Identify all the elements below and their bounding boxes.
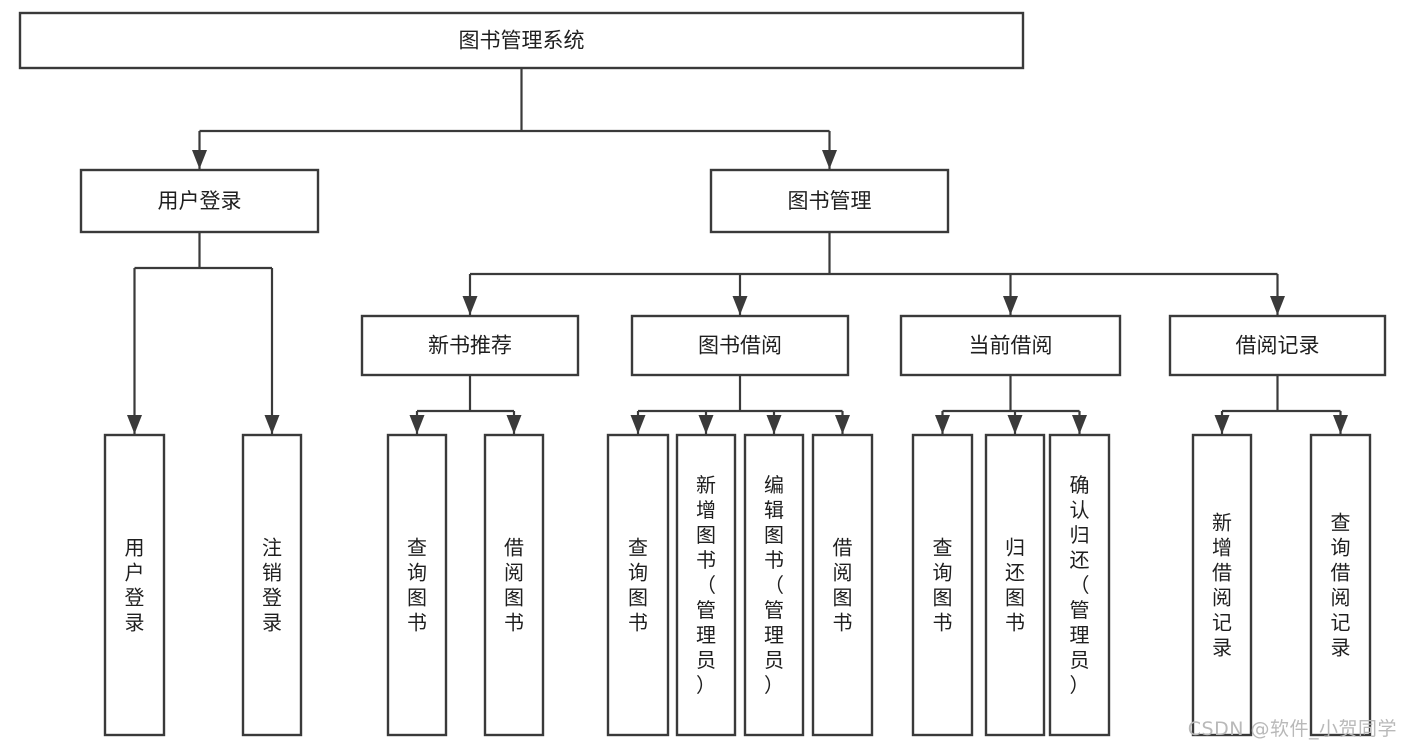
node-current-borrow[interactable]: 当前借阅 <box>899 314 1122 377</box>
arrow-head-icon <box>409 415 425 434</box>
node-leaf-logout-login-label: 注销登录 <box>262 536 282 635</box>
node-new-book-recommend[interactable]: 新书推荐 <box>360 314 580 377</box>
node-leaf-add-book[interactable]: 新增图书（管理员） <box>675 433 737 737</box>
node-leaf-borrow-book-1[interactable]: 借阅图书 <box>483 433 545 737</box>
node-leaf-query-book-1[interactable]: 查询图书 <box>386 433 448 737</box>
node-current-borrow-label: 当前借阅 <box>969 334 1053 358</box>
arrow-head-icon <box>1333 415 1348 434</box>
arrow-head-icon <box>462 296 478 315</box>
arrow-head-icon <box>822 150 837 169</box>
node-book-manage[interactable]: 图书管理 <box>709 168 950 234</box>
node-boxes-layer: 图书管理系统用户登录图书管理新书推荐图书借阅当前借阅借阅记录用户登录注销登录查询… <box>18 11 1387 737</box>
node-leaf-return-book[interactable]: 归还图书 <box>984 433 1046 737</box>
arrow-head-icon <box>698 415 714 434</box>
node-book-borrow-label: 图书借阅 <box>698 334 782 358</box>
node-leaf-add-record-label: 新增借阅记录 <box>1212 511 1232 660</box>
node-leaf-query-record[interactable]: 查询借阅记录 <box>1309 433 1372 737</box>
arrow-head-icon <box>192 150 207 169</box>
node-leaf-edit-book[interactable]: 编辑图书（管理员） <box>743 433 805 737</box>
node-leaf-add-book-label: 新增图书（管理员） <box>696 473 716 697</box>
node-root[interactable]: 图书管理系统 <box>18 11 1025 70</box>
node-leaf-user-login[interactable]: 用户登录 <box>103 433 166 737</box>
arrow-head-icon <box>732 296 748 315</box>
node-leaf-query-book-1-label: 查询图书 <box>407 536 427 635</box>
arrow-head-icon <box>264 415 280 434</box>
node-leaf-query-book-3[interactable]: 查询图书 <box>911 433 974 737</box>
node-leaf-confirm-return[interactable]: 确认归还（管理员） <box>1048 433 1111 737</box>
arrow-head-icon <box>766 415 782 434</box>
node-new-book-recommend-label: 新书推荐 <box>428 334 512 358</box>
arrow-head-icon <box>1072 415 1087 434</box>
node-leaf-query-book-2[interactable]: 查询图书 <box>606 433 670 737</box>
node-leaf-query-book-2-label: 查询图书 <box>628 536 648 635</box>
arrow-head-icon <box>630 415 646 434</box>
arrow-head-icon <box>935 415 950 434</box>
node-leaf-user-login-label: 用户登录 <box>125 536 145 635</box>
connector-lines-layer <box>127 68 1348 434</box>
arrow-head-icon <box>835 415 850 434</box>
node-book-manage-label: 图书管理 <box>788 189 872 213</box>
node-borrow-record[interactable]: 借阅记录 <box>1168 314 1387 377</box>
node-leaf-add-record[interactable]: 新增借阅记录 <box>1191 433 1253 737</box>
arrow-head-icon <box>1003 296 1018 315</box>
arrow-head-icon <box>1270 296 1285 315</box>
node-leaf-logout-login[interactable]: 注销登录 <box>241 433 303 737</box>
node-root-label: 图书管理系统 <box>459 29 585 53</box>
node-borrow-record-label: 借阅记录 <box>1236 334 1320 358</box>
arrow-head-icon <box>1214 415 1230 434</box>
node-leaf-borrow-book-2-label: 借阅图书 <box>833 536 853 635</box>
node-leaf-borrow-book-1-label: 借阅图书 <box>504 536 524 635</box>
arrow-head-icon <box>127 415 142 434</box>
node-leaf-return-book-label: 归还图书 <box>1005 536 1025 635</box>
node-book-borrow[interactable]: 图书借阅 <box>630 314 850 377</box>
arrow-head-icon <box>506 415 522 434</box>
node-leaf-edit-book-label: 编辑图书（管理员） <box>764 473 784 697</box>
node-user-login[interactable]: 用户登录 <box>79 168 320 234</box>
node-user-login-label: 用户登录 <box>158 189 242 213</box>
node-leaf-borrow-book-2[interactable]: 借阅图书 <box>811 433 874 737</box>
arrow-head-icon <box>1007 415 1023 434</box>
node-leaf-query-record-label: 查询借阅记录 <box>1331 511 1351 660</box>
node-leaf-query-book-3-label: 查询图书 <box>933 536 953 635</box>
node-leaf-confirm-return-label: 确认归还（管理员） <box>1070 473 1090 697</box>
